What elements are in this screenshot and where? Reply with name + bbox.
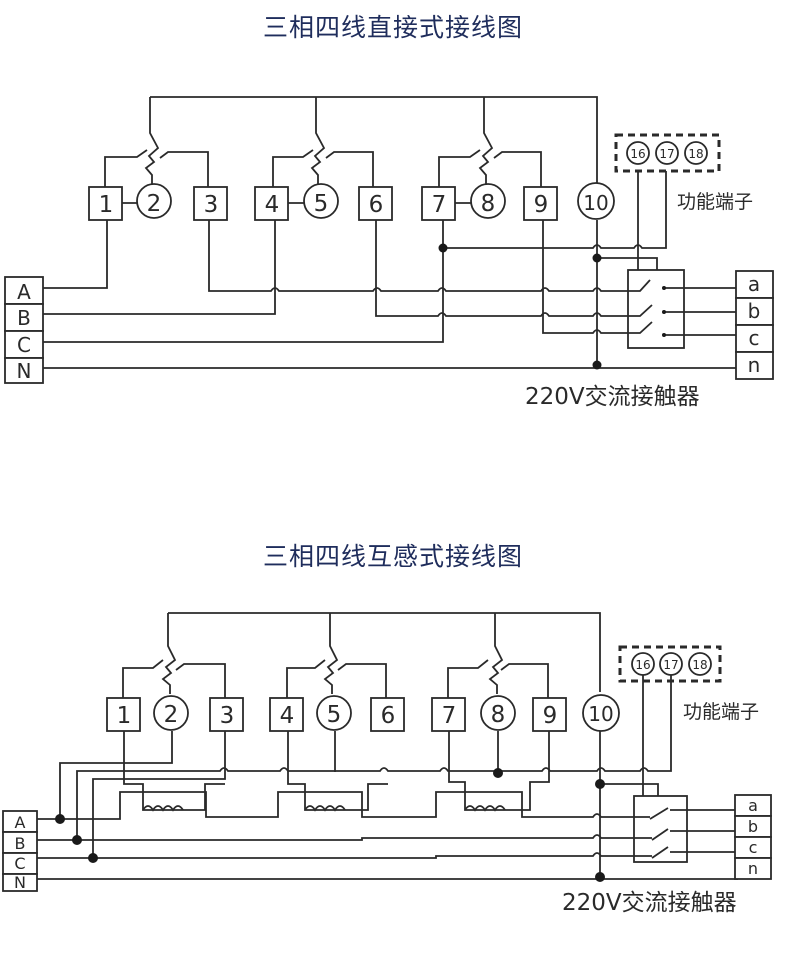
input-N: N: [17, 359, 32, 383]
ct-function-terminal-label: 功能端子: [683, 701, 759, 723]
ct-output-c: c: [749, 838, 758, 857]
coil-ct-1: [161, 613, 177, 694]
terminal-1: 1: [99, 192, 114, 218]
coil-3: [478, 97, 494, 184]
ct-function-terminal-18: 18: [692, 658, 707, 672]
ct-contactor-label: 220V交流接触器: [562, 890, 737, 916]
input-A: A: [17, 280, 31, 304]
phase-wires: [43, 171, 738, 370]
function-terminal-16: 16: [630, 147, 645, 161]
ct-terminal-4: 4: [280, 703, 295, 729]
terminal-7: 7: [432, 192, 447, 218]
ct-input-B: B: [15, 834, 26, 853]
ct-terminal-6: 6: [381, 703, 396, 729]
function-terminal-group: [614, 133, 721, 173]
ct-output-b: b: [748, 817, 758, 836]
contactor: [627, 269, 685, 349]
output-terminal-block-ct: [734, 794, 772, 880]
ct-input-C: C: [14, 854, 25, 873]
ct-function-terminal-16: 16: [635, 658, 650, 672]
terminal-10: 10: [583, 191, 608, 215]
ct-terminal-3: 3: [220, 703, 235, 729]
output-n: n: [748, 353, 761, 377]
output-b: b: [748, 299, 761, 323]
ct-terminal-2: 2: [164, 702, 179, 728]
top-bus-wire: [150, 96, 598, 190]
terminal-3: 3: [204, 192, 219, 218]
function-terminal-label: 功能端子: [677, 191, 753, 213]
ct-terminal-5: 5: [327, 702, 342, 728]
input-terminal-block-ct: [2, 810, 38, 892]
ct-terminal-10: 10: [588, 702, 613, 726]
terminal-2: 2: [147, 191, 162, 217]
ct-terminal-1: 1: [117, 703, 132, 729]
meter-terminals-ct: [106, 694, 620, 732]
coil-2: [310, 97, 326, 184]
terminal-8: 8: [481, 191, 496, 217]
diagram-title-direct: 三相四线直接式接线图: [262, 13, 523, 42]
input-B: B: [17, 306, 31, 330]
ct-terminal-8: 8: [491, 702, 506, 728]
top-bus-wire-ct: [168, 612, 601, 692]
contactor-label: 220V交流接触器: [525, 384, 700, 410]
ct-phase-wires: [37, 675, 738, 882]
element-3-wires: [438, 149, 542, 190]
terminal-9: 9: [534, 192, 549, 218]
terminal-5: 5: [314, 191, 329, 217]
function-terminal-group-ct: [618, 645, 722, 683]
coil-ct-2: [323, 613, 339, 694]
terminal-6: 6: [369, 192, 384, 218]
ct-input-A: A: [15, 813, 26, 832]
terminal-4: 4: [265, 192, 280, 218]
output-terminal-block: [735, 270, 774, 380]
input-terminal-block: [4, 276, 44, 384]
output-a: a: [748, 272, 760, 296]
meter-terminals: [88, 182, 615, 221]
coil-ct-3: [488, 613, 504, 694]
input-C: C: [17, 333, 31, 357]
ct-output-a: a: [748, 796, 758, 815]
ct-terminal-9: 9: [543, 703, 558, 729]
diagram-title-ct: 三相四线互感式接线图: [262, 542, 523, 571]
ct-contactor: [633, 795, 688, 863]
ct-wiring-diagram: 1 2 3 4 5 6 7 8 9 10 16 17 18 功能端子: [2, 612, 772, 916]
ct-function-terminal-17: 17: [663, 658, 678, 672]
ct-terminal-7: 7: [442, 703, 457, 729]
function-terminal-17: 17: [659, 147, 674, 161]
ct-input-N: N: [14, 873, 26, 892]
element-1-wires: [104, 149, 209, 190]
element-2-wires: [272, 149, 374, 190]
output-c: c: [749, 326, 760, 350]
direct-wiring-diagram: 1 2 3 4 5 6 7 8 9 10 16 17 18 功能端子: [4, 96, 774, 410]
ct-output-n: n: [748, 859, 758, 878]
coil-1: [144, 97, 160, 184]
function-terminal-18: 18: [688, 147, 703, 161]
